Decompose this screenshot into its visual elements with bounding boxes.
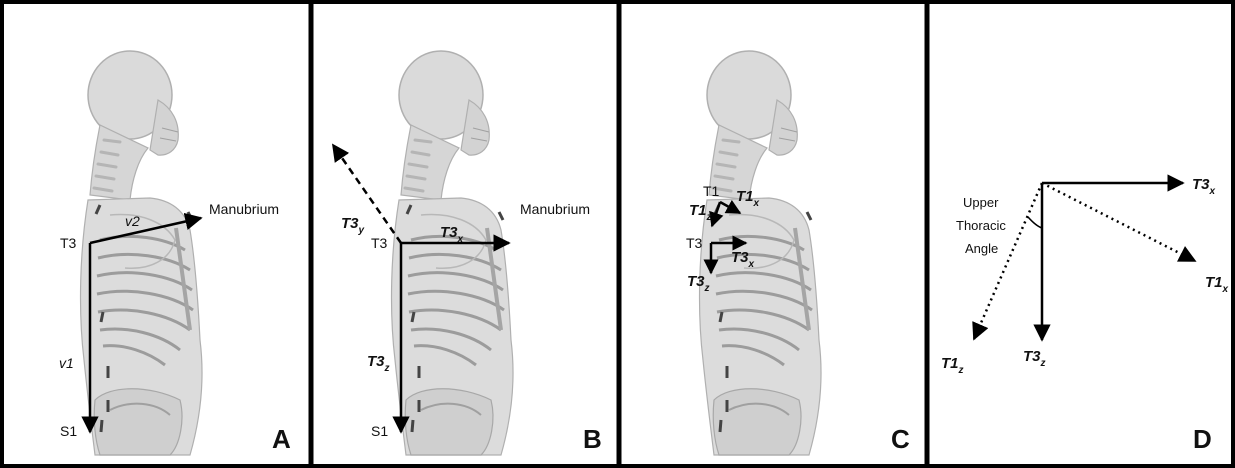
label-t3z: T3z — [367, 353, 390, 374]
anatomy-illustration — [392, 51, 513, 455]
panel-letter-c: C — [891, 424, 910, 454]
label-t3y: T3y — [341, 215, 365, 236]
vector-t1x — [1042, 183, 1195, 261]
label-t3x: T3x — [1192, 176, 1216, 197]
panel-b: Manubrium T3 S1 T3y T3x T3z B — [333, 51, 602, 455]
label-t1z: T1z — [941, 355, 964, 376]
label-t3: T3 — [371, 235, 388, 251]
label-v1: v1 — [59, 355, 74, 371]
label-angle-line3: Angle — [965, 241, 998, 256]
panel-d: Upper Thoracic Angle T3x T1x T1z T3z D — [941, 176, 1229, 454]
anatomy-illustration — [81, 51, 202, 455]
label-manubrium: Manubrium — [209, 201, 279, 217]
label-s1: S1 — [371, 423, 388, 439]
label-t1: T1 — [703, 183, 720, 199]
panel-a: Manubrium T3 S1 v1 v2 A — [59, 51, 291, 455]
panel-letter-b: B — [583, 424, 602, 454]
label-angle-line1: Upper — [963, 195, 999, 210]
label-angle-line2: Thoracic — [956, 218, 1006, 233]
label-s1: S1 — [60, 423, 77, 439]
panel-letter-a: A — [272, 424, 291, 454]
upper-thoracic-angle-arc — [1028, 217, 1042, 228]
anatomy-illustration — [700, 51, 821, 455]
label-t3: T3 — [60, 235, 77, 251]
label-t3: T3 — [686, 235, 703, 251]
label-t1x: T1x — [1205, 274, 1229, 295]
label-manubrium: Manubrium — [520, 201, 590, 217]
panel-letter-d: D — [1193, 424, 1212, 454]
panel-c: T1 T3 T1x T1z T3x T3z C — [686, 51, 910, 455]
label-v2: v2 — [125, 213, 140, 229]
label-t3z: T3z — [1023, 348, 1046, 369]
